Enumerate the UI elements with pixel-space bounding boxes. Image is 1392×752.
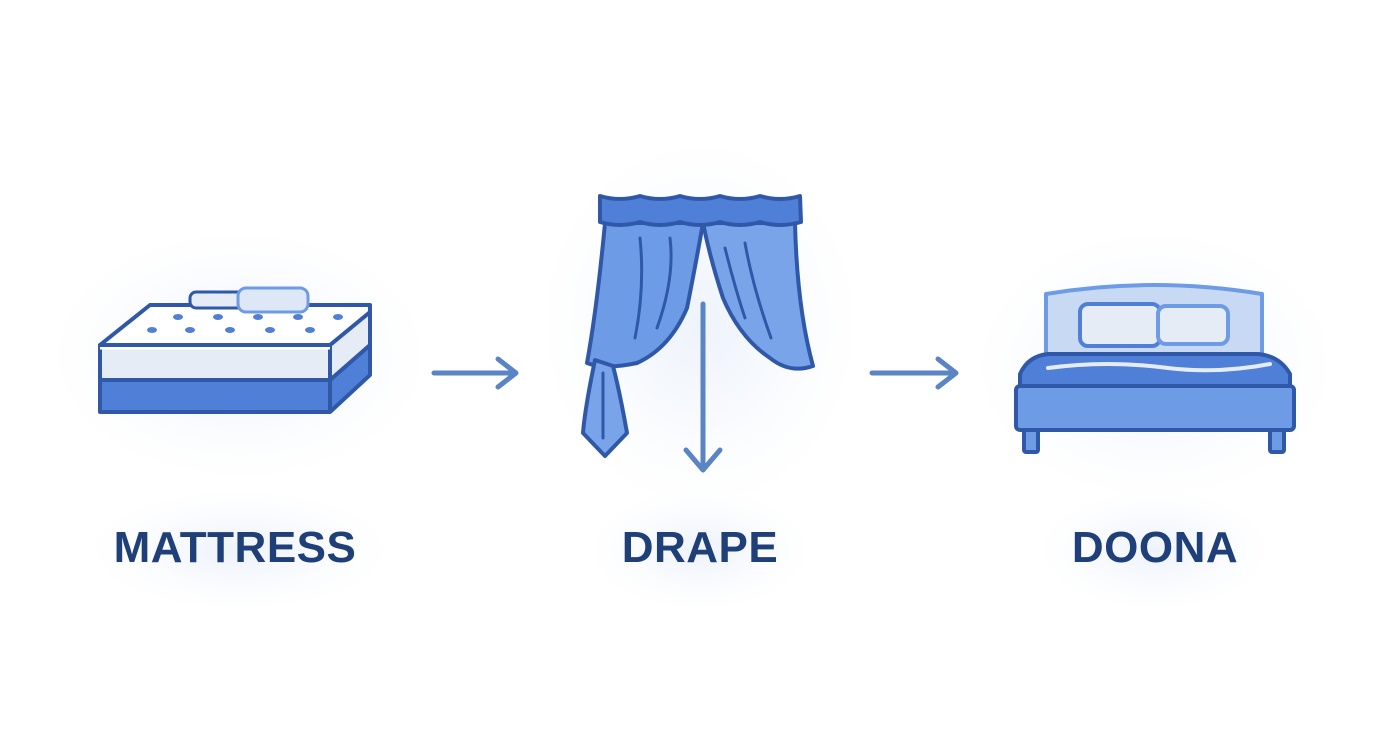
drape-icon <box>581 194 815 458</box>
arrow-down-icon <box>683 301 723 473</box>
mattress-icon <box>98 286 372 414</box>
step-label-mattress: MATTRESS <box>113 523 357 572</box>
drape-label-glow <box>590 490 810 610</box>
step-label-drape: DRAPE <box>621 523 779 572</box>
arrow-right-icon <box>431 356 519 390</box>
doona-label-glow <box>1040 490 1270 610</box>
mattress-label-glow <box>90 490 390 610</box>
bed-with-doona-icon <box>1014 283 1296 454</box>
step-label-doona: DOONA <box>1071 523 1239 572</box>
arrow-right-icon <box>869 356 959 390</box>
